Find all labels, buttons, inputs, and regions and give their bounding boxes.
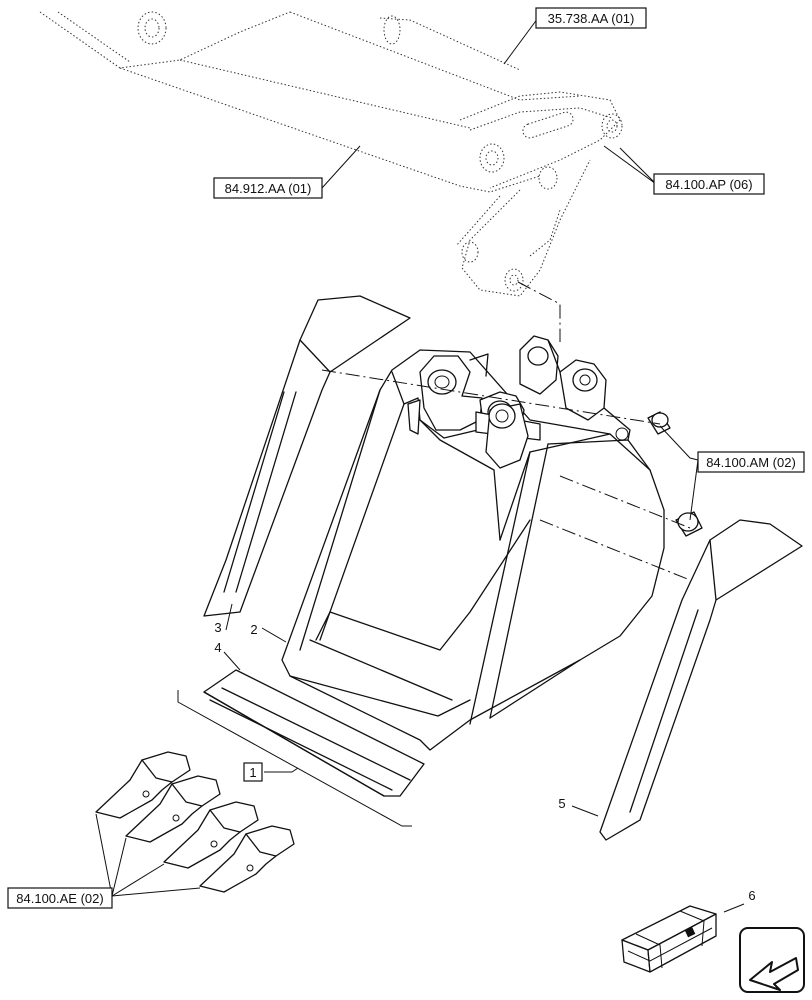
tooth bbox=[163, 801, 259, 869]
item-5-number: 5 bbox=[558, 796, 565, 811]
ref-35-738[interactable]: 35.738.AA (01) bbox=[535, 7, 647, 29]
ref-84-100-am[interactable]: 84.100.AM (02) bbox=[697, 451, 805, 473]
item-1-bracket bbox=[177, 690, 412, 827]
kit-box-icon bbox=[621, 905, 717, 973]
bucket-lugs bbox=[419, 335, 631, 469]
item-4-number: 4 bbox=[214, 640, 221, 655]
ref-84-912[interactable]: 84.912.AA (01) bbox=[213, 177, 323, 199]
side-cutter-left bbox=[203, 295, 411, 617]
tooth bbox=[95, 751, 191, 819]
leader-lines bbox=[95, 17, 745, 913]
item-6-number: 6 bbox=[748, 888, 755, 903]
back-arrow-icon[interactable] bbox=[739, 927, 805, 993]
bucket-teeth bbox=[95, 751, 295, 893]
tooth bbox=[199, 825, 295, 893]
item-3-number: 3 bbox=[214, 620, 221, 635]
ref-84-100-ae-label: 84.100.AE (02) bbox=[16, 891, 103, 906]
boom-outline bbox=[39, 11, 623, 297]
item-1-number: 1 bbox=[249, 765, 256, 780]
item-1-callout: 1 bbox=[243, 762, 263, 782]
pin-axis-lines bbox=[321, 281, 691, 581]
ref-84-912-label: 84.912.AA (01) bbox=[225, 181, 312, 196]
cutting-edge bbox=[203, 669, 425, 797]
tooth bbox=[125, 775, 221, 843]
ref-84-100-ap[interactable]: 84.100.AP (06) bbox=[653, 173, 765, 195]
bushings bbox=[647, 411, 703, 537]
bucket bbox=[281, 349, 665, 751]
ref-84-100-am-label: 84.100.AM (02) bbox=[706, 455, 796, 470]
item-2-number: 2 bbox=[250, 622, 257, 637]
ref-84-100-ae[interactable]: 84.100.AE (02) bbox=[7, 887, 113, 909]
ref-84-100-ap-label: 84.100.AP (06) bbox=[665, 177, 752, 192]
ref-35-738-label: 35.738.AA (01) bbox=[548, 11, 635, 26]
side-cutter-right bbox=[599, 519, 803, 841]
